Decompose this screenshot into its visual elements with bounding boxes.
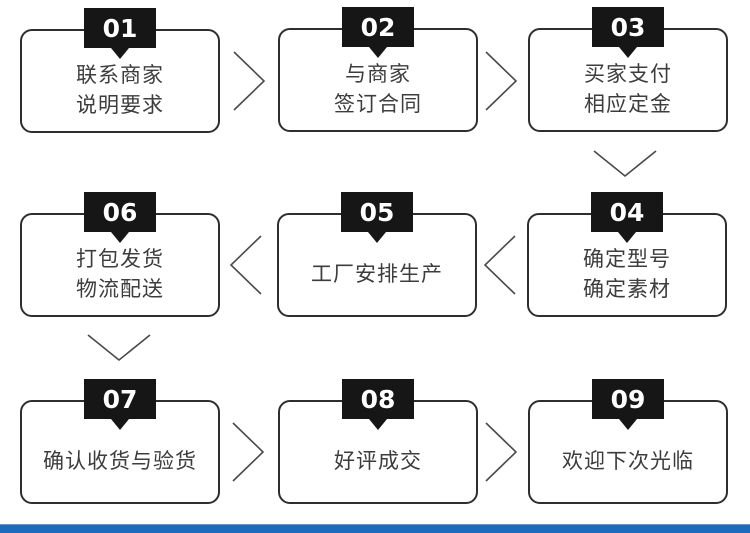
badge-pointer-icon — [111, 232, 129, 243]
step-number: 07 — [102, 384, 138, 414]
step-number-badge: 09 — [592, 379, 664, 430]
flow-step-08: 08 好评成交 — [278, 379, 478, 504]
arrow-left-icon — [483, 234, 517, 296]
step-label: 说明要求 — [76, 93, 164, 117]
arrow-right-icon — [231, 421, 265, 483]
badge-pointer-icon — [619, 419, 637, 430]
step-number: 04 — [609, 197, 645, 227]
step-label: 与商家 — [345, 62, 411, 86]
flow-step-02: 02 与商家 签订合同 — [278, 7, 478, 132]
bottom-accent-bar — [0, 524, 750, 533]
step-label: 签订合同 — [334, 92, 422, 116]
step-number-badge: 01 — [84, 8, 156, 59]
arrow-left-icon — [229, 234, 263, 296]
badge-pointer-icon — [111, 419, 129, 430]
flow-step-07: 07 确认收货与验货 — [20, 379, 220, 504]
flow-step-09: 09 欢迎下次光临 — [528, 379, 728, 504]
flow-step-05: 05 工厂安排生产 — [277, 192, 477, 317]
arrow-down-icon — [592, 149, 658, 179]
step-label: 工厂安排生产 — [311, 262, 443, 286]
badge-pointer-icon — [369, 419, 387, 430]
step-number-badge: 04 — [591, 192, 663, 243]
step-label: 确认收货与验货 — [43, 449, 197, 473]
step-number: 03 — [610, 12, 646, 42]
step-label: 欢迎下次光临 — [562, 449, 694, 473]
step-number-badge: 02 — [342, 7, 414, 58]
step-label: 物流配送 — [76, 277, 164, 301]
step-number-badge: 05 — [341, 192, 413, 243]
step-number: 02 — [360, 12, 396, 42]
step-label: 联系商家 — [76, 63, 164, 87]
flow-step-03: 03 买家支付 相应定金 — [528, 7, 728, 132]
flow-step-01: 01 联系商家 说明要求 — [20, 8, 220, 133]
step-number-badge: 03 — [592, 7, 664, 58]
step-label: 确定素材 — [583, 277, 671, 301]
flow-step-04: 04 确定型号 确定素材 — [527, 192, 727, 317]
step-label: 打包发货 — [76, 247, 164, 271]
step-label: 相应定金 — [584, 92, 672, 116]
badge-pointer-icon — [369, 47, 387, 58]
arrow-down-icon — [86, 333, 152, 363]
badge-pointer-icon — [111, 48, 129, 59]
badge-pointer-icon — [368, 232, 386, 243]
arrow-right-icon — [484, 421, 518, 483]
step-number-badge: 08 — [342, 379, 414, 430]
step-number: 05 — [359, 197, 395, 227]
step-label: 好评成交 — [334, 449, 422, 473]
badge-pointer-icon — [619, 47, 637, 58]
badge-pointer-icon — [618, 232, 636, 243]
step-number-badge: 06 — [84, 192, 156, 243]
arrow-right-icon — [232, 50, 266, 112]
arrow-right-icon — [484, 50, 518, 112]
step-number: 06 — [102, 197, 138, 227]
step-number-badge: 07 — [84, 379, 156, 430]
step-label: 确定型号 — [583, 247, 671, 271]
step-label: 买家支付 — [584, 62, 672, 86]
step-number: 09 — [610, 384, 646, 414]
flow-step-06: 06 打包发货 物流配送 — [20, 192, 220, 317]
step-number: 01 — [102, 13, 138, 43]
step-number: 08 — [360, 384, 396, 414]
